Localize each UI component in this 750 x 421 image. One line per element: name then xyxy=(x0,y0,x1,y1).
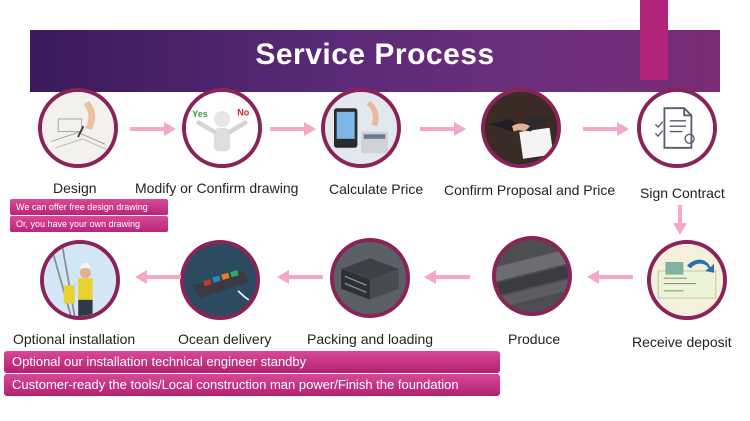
modify-circle: Yes No xyxy=(182,88,262,168)
arrow-left-icon xyxy=(587,270,633,284)
yes-no-figure-icon: Yes No xyxy=(186,92,258,164)
arrow-left-icon xyxy=(424,270,470,284)
installation-circle xyxy=(40,240,120,320)
arrow-right-icon xyxy=(420,122,466,136)
step-label-deposit: Receive deposit xyxy=(632,334,732,350)
installation-note: Optional our installation technical engi… xyxy=(4,351,500,373)
design-note: We can offer free design drawing xyxy=(10,199,168,215)
step-label-design: Design xyxy=(53,180,97,196)
step-label-contract: Sign Contract xyxy=(640,185,725,201)
svg-text:No: No xyxy=(237,107,249,117)
cargo-ship-icon xyxy=(184,244,256,316)
installation-note: Customer-ready the tools/Local construct… xyxy=(4,374,500,396)
step-label-modify: Modify or Confirm drawing xyxy=(135,180,299,196)
title-banner xyxy=(30,30,720,92)
step-label-calculate: Calculate Price xyxy=(329,181,424,197)
arrow-left-icon xyxy=(277,270,323,284)
arrow-right-icon xyxy=(270,122,316,136)
handshake-icon xyxy=(485,92,557,164)
design-circle xyxy=(38,88,118,168)
step-label-proposal: Confirm Proposal and Price xyxy=(444,182,616,198)
calculator-icon xyxy=(325,92,397,164)
svg-text:Yes: Yes xyxy=(192,109,208,119)
contract-document-icon xyxy=(641,92,713,164)
arrow-right-icon xyxy=(583,122,629,136)
page-title: Service Process xyxy=(255,38,495,71)
step-label-ocean: Ocean delivery xyxy=(178,331,272,347)
step-label-packing: Packing and loading xyxy=(307,331,434,347)
design-note: Or, you have your own drawing xyxy=(10,216,168,232)
steel-beam-icon xyxy=(496,240,568,312)
accent-bar xyxy=(640,0,668,80)
steel-bundle-icon xyxy=(334,242,406,314)
contract-circle xyxy=(637,88,717,168)
arrow-right-icon xyxy=(130,122,176,136)
packing-circle xyxy=(330,238,410,318)
construction-worker-icon xyxy=(44,244,116,316)
cheque-deposit-icon xyxy=(651,244,723,316)
step-label-installation: Optional installation xyxy=(13,331,136,347)
deposit-circle xyxy=(647,240,727,320)
calculate-circle xyxy=(321,88,401,168)
arrow-down-icon xyxy=(673,205,687,235)
ocean-circle xyxy=(180,240,260,320)
step-label-produce: Produce xyxy=(508,331,561,347)
sketch-drawing-icon xyxy=(42,92,114,164)
arrow-left-icon xyxy=(135,270,181,284)
produce-circle xyxy=(492,236,572,316)
proposal-circle xyxy=(481,88,561,168)
